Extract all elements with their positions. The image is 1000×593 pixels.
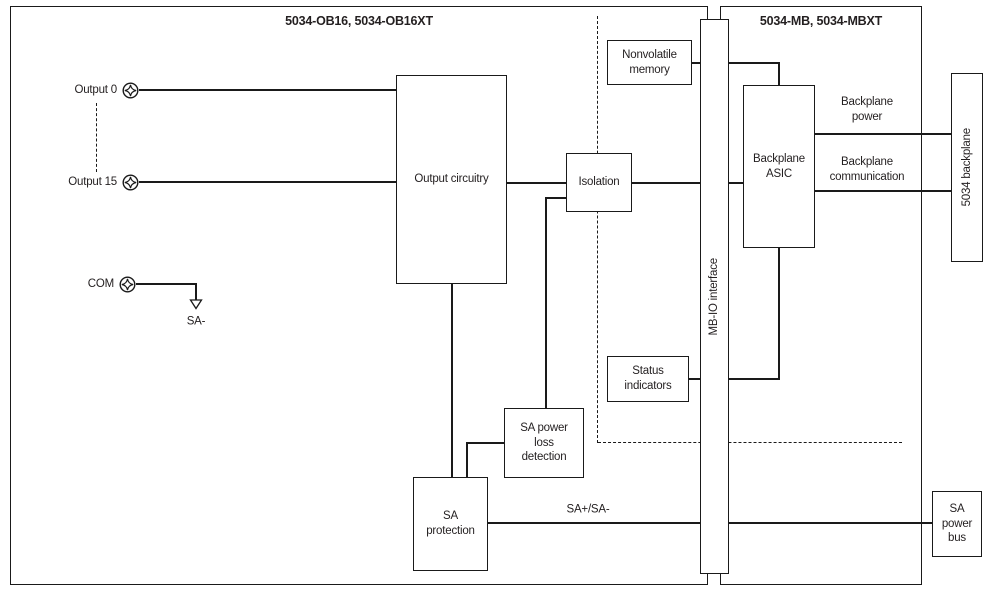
terminal-label-output-15: Output 15 bbox=[68, 176, 117, 188]
wire-com-drop bbox=[195, 283, 197, 300]
wire-label-backplane-communication: Backplane communication bbox=[829, 156, 905, 183]
wire-label-backplane-power: Backplane power bbox=[841, 96, 893, 123]
screw-terminal-icon-com bbox=[119, 276, 136, 293]
screw-terminal-icon-output-0 bbox=[122, 82, 139, 99]
isolation-barrier-dashed-horizontal bbox=[598, 442, 902, 443]
isolation-barrier-dashed-vertical bbox=[597, 16, 598, 443]
block-5034-backplane: 5034 backplane bbox=[951, 73, 983, 262]
wire-bar-asic-top bbox=[729, 62, 779, 64]
block-sa-protection: SA protection bbox=[413, 477, 488, 571]
wire-backplane-communication bbox=[815, 190, 952, 192]
terminal-ellipsis-dashed-line bbox=[96, 103, 97, 172]
screw-terminal-icon-output-15 bbox=[122, 174, 139, 191]
wire-isolation-stub bbox=[545, 197, 566, 199]
block-output-circuitry: Output circuitry bbox=[396, 75, 507, 284]
wire-bar-asic-bottom bbox=[729, 378, 779, 380]
block-isolation: Isolation bbox=[566, 153, 632, 212]
ground-arrow-icon bbox=[189, 299, 203, 310]
block-nonvolatile-memory: Nonvolatile memory bbox=[607, 40, 692, 85]
terminal-label-output-0: Output 0 bbox=[74, 84, 117, 96]
mb-io-interface-label: MB-IO interface bbox=[708, 257, 721, 336]
wire-bar-asic bbox=[729, 182, 743, 184]
block-sa-power-loss-detection: SA power loss detection bbox=[504, 408, 584, 478]
left-module-title: 5034-OB16, 5034-OB16XT bbox=[285, 14, 433, 28]
wire-asic-top-drop bbox=[778, 62, 780, 86]
wire-output-15 bbox=[139, 181, 396, 183]
wire-com bbox=[136, 283, 196, 285]
block-backplane-asic: Backplane ASIC bbox=[743, 85, 815, 248]
wire-circuitry-isolation bbox=[507, 182, 566, 184]
wire-loss-detect-left bbox=[466, 442, 504, 444]
ground-label-sa-minus: SA- bbox=[186, 315, 206, 328]
block-sa-power-bus: SA power bus bbox=[932, 491, 982, 557]
wire-label-sa-bus: SA+/SA- bbox=[566, 503, 610, 516]
wire-isolation-loss-detect bbox=[545, 197, 547, 408]
wire-status-bar bbox=[689, 378, 700, 380]
wire-circuitry-sa-protection bbox=[451, 284, 453, 477]
right-module-title: 5034-MB, 5034-MBXT bbox=[759, 14, 883, 28]
wire-backplane-power bbox=[815, 133, 952, 135]
backplane-5034-label: 5034 backplane bbox=[960, 128, 973, 207]
wire-loss-detect-sa-protection bbox=[466, 442, 468, 477]
wire-isolation-bar bbox=[632, 182, 700, 184]
block-mb-io-interface: MB-IO interface bbox=[700, 19, 729, 574]
wire-asic-bottom-drop bbox=[778, 248, 780, 380]
wire-memory-bar bbox=[692, 62, 700, 64]
block-status-indicators: Status indicators bbox=[607, 356, 689, 402]
terminal-label-com: COM bbox=[87, 278, 114, 290]
wire-output-0 bbox=[139, 89, 396, 91]
